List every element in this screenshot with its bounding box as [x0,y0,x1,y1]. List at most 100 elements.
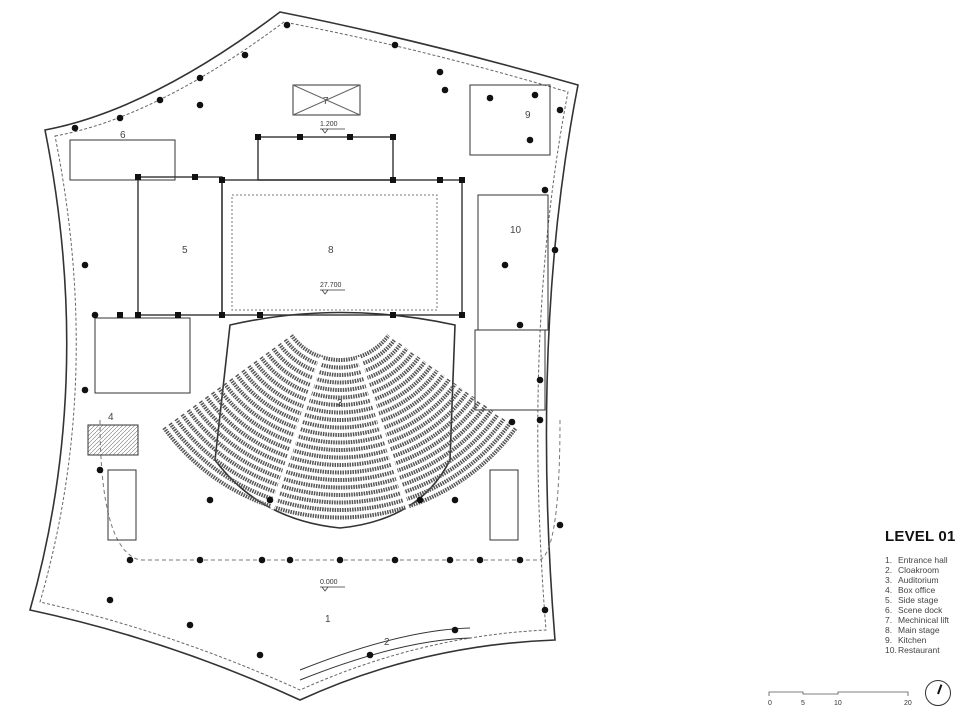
column [156,96,164,104]
column [436,68,444,76]
column [459,177,465,183]
column [516,321,524,329]
seat-row [162,426,518,520]
column [391,556,399,564]
right-core [474,329,546,411]
legend-item-label: Kitchen [898,635,927,645]
main-stage-grid [231,194,438,311]
elevation-marker-ground [320,586,345,592]
scale-tick-5: 5 [801,700,805,707]
seat-row [289,334,391,362]
legend-item-label: Mechinical lift [898,615,950,625]
column [441,86,449,94]
legend-item-label: Cloakroom [898,565,940,575]
column [416,496,424,504]
foyer-line [99,419,561,561]
legend-item-number: 5. [885,595,893,605]
legend-item-number: 4. [885,585,893,595]
room-label-7: 7 [323,96,329,107]
legend-item-number: 3. [885,575,893,585]
seat-row [277,342,403,377]
level-title: LEVEL 01 [885,528,956,545]
room-label-10: 10 [510,225,522,236]
column [551,246,559,254]
column [516,556,524,564]
room-label-1: 1 [325,614,331,625]
column [541,186,549,194]
lift-cross-icon [292,84,361,116]
building-inner-outline [39,21,569,691]
column [446,556,454,564]
legend-item-label: Main stage [898,625,940,635]
scale-tick-20: 20 [904,700,912,707]
column [476,556,484,564]
legend-item: 3.Auditorium [885,575,956,585]
seat-row [229,378,451,437]
box-office-hatch [87,424,139,456]
structural-columns [71,21,564,659]
elevation-stage: 27.700 [320,282,342,289]
mechanical-lift [292,84,361,116]
column [531,91,539,99]
column [283,21,291,29]
room-label-9: 9 [525,110,531,121]
legend-item: 5.Side stage [885,595,956,605]
column [508,418,516,426]
column [486,94,494,102]
column [336,556,344,564]
seat-row [223,382,457,445]
column [390,134,396,140]
seat-row [241,369,439,422]
column [286,556,294,564]
kitchen-zone [469,84,551,156]
side-stage [137,176,223,316]
column [196,556,204,564]
legend-item-label: Scene dock [898,605,943,615]
column [297,134,303,140]
column [451,626,459,634]
column [347,134,353,140]
column [135,174,141,180]
column [266,496,274,504]
stair-box-left [107,469,137,541]
column [451,496,459,504]
legend-item-number: 6. [885,605,893,615]
column [258,556,266,564]
column [116,114,124,122]
cloakroom-curve [299,627,471,681]
elevation-marker-upper [320,128,345,134]
room-label-6: 6 [120,130,126,141]
elevation-upper: 1.200 [320,121,338,128]
column [81,386,89,394]
column [91,311,99,319]
legend-item-number: 8. [885,625,893,635]
column [186,621,194,629]
column [96,466,104,474]
column [126,556,134,564]
legend-item-number: 2. [885,565,893,575]
scale-tick-10: 10 [834,700,842,707]
legend-item-label: Restaurant [898,645,940,655]
elevation-marker-stage [320,289,345,295]
aisle [270,356,324,510]
column [536,416,544,424]
column [391,41,399,49]
legend-item: 6. Scene dock [885,605,956,615]
column [71,124,79,132]
scale-tick-0: 0 [768,700,772,707]
legend-item: 1.Entrance hall [885,555,956,565]
seat-row [217,386,463,452]
legend-item-number: 10. [885,645,897,655]
seat-row [186,409,494,490]
room-label-3: 3 [337,398,343,409]
legend-item: 10.Restaurant [885,645,956,655]
left-core [94,317,191,394]
scene-dock-zone [69,139,176,181]
column [501,261,509,269]
seat-row [210,391,470,460]
column [255,134,261,140]
main-stage [221,179,463,316]
legend-item-label: Box office [898,585,936,595]
